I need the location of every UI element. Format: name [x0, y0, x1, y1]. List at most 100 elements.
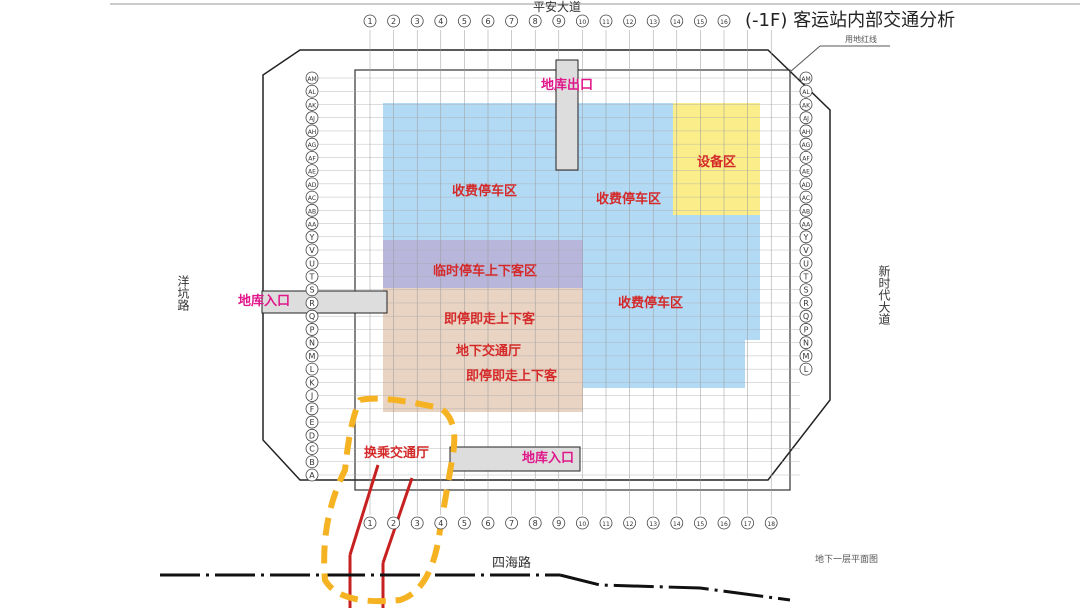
- grid-row-label-bubble: [305, 84, 319, 98]
- lower-right-cut: [745, 340, 760, 388]
- grid-column-label-bubble: [694, 516, 707, 530]
- grid-row-label-bubble: [305, 177, 319, 191]
- grid-column-label: 8: [533, 519, 538, 528]
- road-top: 平安大道: [533, 0, 582, 14]
- grid-column-label: 12: [626, 521, 634, 528]
- grid-column-label: 10: [579, 521, 587, 528]
- grid-row-label-bubble: [799, 256, 813, 270]
- paid-parking-label: 收费停车区: [452, 184, 518, 199]
- grid-row-label: R: [309, 299, 315, 308]
- grid-column-label-bubble: [717, 516, 731, 530]
- grid-column-label: 10: [579, 19, 587, 26]
- grid-row-label-bubble: [305, 124, 319, 138]
- equipment-zone: [673, 103, 760, 215]
- grid-column-label: 14: [673, 19, 681, 26]
- grid-row-label: A: [309, 471, 315, 480]
- plan-name: 地下一层平面图: [815, 555, 879, 565]
- grid-row-label-bubble: [305, 217, 319, 230]
- grid-row-label: L: [310, 365, 315, 374]
- grid-column-label-bubble: [457, 516, 471, 530]
- grid-row-label-bubble: [799, 323, 813, 336]
- grid-row-label: M: [803, 352, 810, 361]
- grid-row-label-bubble: [305, 256, 319, 270]
- grid-column-label-bubble: [599, 516, 613, 530]
- grid-row-label-bubble: [799, 243, 813, 257]
- grid-row-label: AM: [801, 76, 810, 83]
- grid-row-label-bubble: [305, 137, 319, 151]
- grid-column-label: 5: [462, 519, 467, 528]
- grid-row-label: F: [310, 405, 315, 414]
- grid-column-label: 11: [602, 521, 610, 528]
- grid-column-label: 11: [602, 19, 610, 26]
- grid-row-label: AE: [308, 169, 316, 176]
- road-bottom: 四海路: [492, 556, 532, 571]
- grid-column-label-bubble: [434, 14, 448, 28]
- grid-row-label: K: [309, 378, 315, 387]
- road-left: 洋坑路: [176, 275, 190, 311]
- grid-row-label: C: [309, 445, 315, 454]
- grid-row-label: AM: [307, 76, 316, 83]
- grid-row-label: AC: [308, 195, 316, 202]
- grid-row-label-bubble: [305, 243, 319, 257]
- grid-row-label: R: [803, 299, 809, 308]
- transfer-highlight: [321, 395, 458, 605]
- grid-column-label: 13: [649, 19, 657, 26]
- grid-lines: [310, 30, 800, 515]
- grid-row-label-bubble: [799, 349, 813, 363]
- grid-column-label-bubble: [646, 516, 660, 530]
- temp-parking-zone: [383, 240, 583, 288]
- grid-row-label: N: [309, 339, 315, 348]
- bottom-entry-ramp: [449, 446, 581, 472]
- grid-row-label: AL: [802, 89, 810, 96]
- grid-column-label: 16: [720, 521, 728, 528]
- grid-row-label: AK: [802, 102, 811, 109]
- grid-row-label-bubble: [305, 230, 319, 244]
- exit-ramp: [555, 59, 579, 171]
- grid-row-label: AK: [308, 102, 317, 109]
- grid-column-label-bubble: [646, 14, 660, 28]
- grid-column-label-bubble: [576, 14, 589, 28]
- grid-row-label-bubble: [799, 71, 813, 85]
- grid-column-label-bubble: [457, 14, 471, 28]
- grid-column-label-bubble: [387, 14, 401, 28]
- grid-row-label: AG: [802, 142, 811, 149]
- grid-column-label-bubble: [670, 14, 684, 28]
- temp-parking-label: 临时停车上下客区: [433, 264, 538, 279]
- grid-row-label-bubble: [305, 402, 319, 416]
- grid-row-label: AJ: [803, 116, 809, 123]
- underground-hall-label: 地下交通厅: [456, 344, 522, 359]
- left-entry-ramp: [261, 290, 388, 314]
- grid-row-label: AD: [802, 182, 811, 189]
- grid-row-label-bubble: [305, 203, 319, 217]
- grid-row-label-bubble: [799, 203, 813, 217]
- grid-column-label-bubble: [552, 516, 566, 530]
- grid-column-label-bubble: [552, 14, 566, 28]
- grid-row-label-bubble: [305, 150, 319, 164]
- grid-row-label-bubble: [799, 283, 813, 297]
- grid-row-label-bubble: [305, 389, 319, 403]
- grid-row-label: S: [309, 286, 314, 295]
- grid-row-label: Q: [803, 312, 809, 321]
- grid-row-label-bubble: [305, 375, 319, 389]
- grid-row-label-bubble: [305, 190, 319, 204]
- grid-column-label: 1: [367, 17, 372, 26]
- grid-column-label: 7: [509, 17, 514, 26]
- grid-row-label: AJ: [309, 116, 315, 123]
- grid-column-label: 1: [367, 519, 372, 528]
- grid-column-label: 4: [438, 519, 443, 528]
- grid-row-label: T: [309, 273, 315, 282]
- grid-column-label: 9: [556, 17, 561, 26]
- grid-row-label: AF: [802, 155, 810, 162]
- grid-column-label: 4: [438, 17, 443, 26]
- grid-row-label: AE: [802, 169, 810, 176]
- red-line-leader: [789, 45, 821, 73]
- road-line: [559, 573, 791, 602]
- grid-row-label-bubble: [305, 111, 319, 125]
- grid-column-label-bubble: [363, 14, 377, 28]
- grid-row-label-bubble: [799, 230, 813, 244]
- grid-row-label-bubble: [799, 336, 813, 350]
- grid-row-label-bubble: [799, 296, 813, 310]
- grid-column-label-bubble: [363, 516, 377, 530]
